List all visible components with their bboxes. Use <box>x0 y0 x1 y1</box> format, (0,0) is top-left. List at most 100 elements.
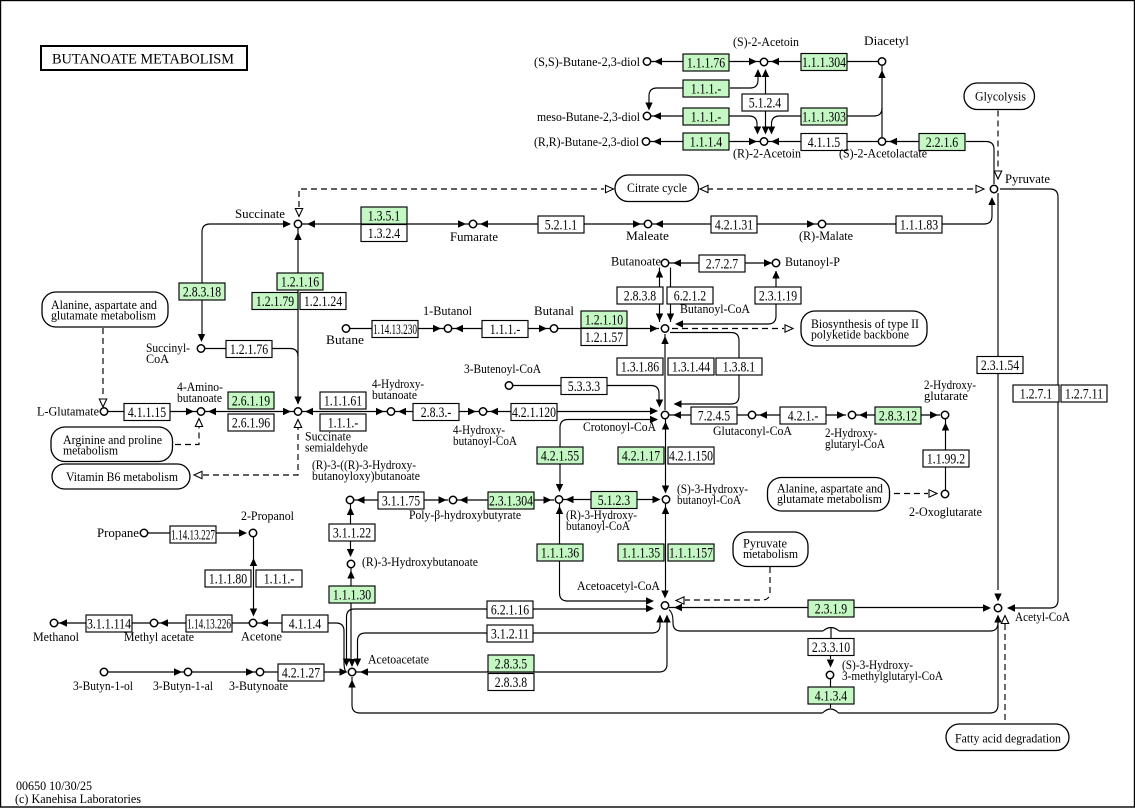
svg-text:4.1.1.5: 4.1.1.5 <box>808 135 840 151</box>
svg-text:metabolism: metabolism <box>63 444 118 458</box>
svg-text:2.2.1.6: 2.2.1.6 <box>926 135 958 151</box>
svg-text:1.1.1.303: 1.1.1.303 <box>802 110 846 126</box>
svg-text:Maleate: Maleate <box>626 229 669 243</box>
svg-text:5.2.1.1: 5.2.1.1 <box>545 218 577 234</box>
svg-text:1.14.13.226: 1.14.13.226 <box>187 617 231 633</box>
svg-text:Biosynthesis of type II: Biosynthesis of type II <box>811 317 919 331</box>
svg-text:Fatty acid degradation: Fatty acid degradation <box>955 732 1062 746</box>
svg-text:4.1.1.15: 4.1.1.15 <box>128 405 166 421</box>
svg-text:1.3.1.44: 1.3.1.44 <box>672 360 710 376</box>
svg-text:2.8.3.18: 2.8.3.18 <box>183 285 221 301</box>
svg-text:Acetoacetate: Acetoacetate <box>368 653 429 667</box>
svg-text:1.3.5.1: 1.3.5.1 <box>368 209 400 225</box>
svg-text:1.14.13.227: 1.14.13.227 <box>171 528 215 544</box>
svg-text:Poly-β-hydroxybutyrate: Poly-β-hydroxybutyrate <box>409 508 521 522</box>
svg-text:4.2.1.-: 4.2.1.- <box>788 409 819 425</box>
svg-text:3-methylglutaryl-CoA: 3-methylglutaryl-CoA <box>842 669 943 683</box>
svg-text:1.1.1.80: 1.1.1.80 <box>209 572 247 588</box>
svg-text:1.1.1.30: 1.1.1.30 <box>333 588 371 604</box>
svg-text:4.2.1.150: 4.2.1.150 <box>669 449 713 465</box>
svg-text:Butane: Butane <box>326 333 364 347</box>
svg-text:4.1.3.4: 4.1.3.4 <box>815 689 847 705</box>
svg-text:Propane: Propane <box>97 526 139 540</box>
svg-text:butanoyl-CoA: butanoyl-CoA <box>453 434 517 448</box>
svg-text:Acetyl-CoA: Acetyl-CoA <box>1015 610 1070 624</box>
svg-text:4.2.1.17: 4.2.1.17 <box>622 449 660 465</box>
svg-text:Acetoacetyl-CoA: Acetoacetyl-CoA <box>577 579 660 593</box>
svg-text:(S)-2-Acetolactate: (S)-2-Acetolactate <box>839 147 927 161</box>
svg-text:2.3.1.304: 2.3.1.304 <box>489 494 533 510</box>
svg-text:2.8.3.5: 2.8.3.5 <box>495 657 527 673</box>
svg-text:butanoyloxy)butanoate: butanoyloxy)butanoate <box>312 469 420 483</box>
svg-text:Glycolysis: Glycolysis <box>975 90 1026 104</box>
svg-text:meso-Butane-2,3-diol: meso-Butane-2,3-diol <box>537 110 640 124</box>
svg-text:1.3.2.4: 1.3.2.4 <box>368 226 400 242</box>
svg-text:1.2.1.57: 1.2.1.57 <box>585 330 623 346</box>
svg-text:2-Oxoglutarate: 2-Oxoglutarate <box>909 505 982 519</box>
svg-text:3.1.1.75: 3.1.1.75 <box>382 494 420 510</box>
svg-text:1.1.1.36: 1.1.1.36 <box>541 546 579 562</box>
svg-text:1.1.1.35: 1.1.1.35 <box>622 546 660 562</box>
svg-text:3-Butyn-1-al: 3-Butyn-1-al <box>153 679 213 693</box>
svg-text:1.2.7.11: 1.2.7.11 <box>1065 387 1103 403</box>
svg-text:1.1.1.4: 1.1.1.4 <box>690 135 722 151</box>
svg-text:Citrate cycle: Citrate cycle <box>627 181 687 195</box>
svg-text:butanoate: butanoate <box>372 388 417 402</box>
svg-text:Succinyl-: Succinyl- <box>146 341 190 355</box>
svg-text:2.3.1.9: 2.3.1.9 <box>815 602 847 618</box>
svg-text:(R)-Malate: (R)-Malate <box>799 229 853 243</box>
svg-text:1.1.1.76: 1.1.1.76 <box>687 56 725 72</box>
svg-text:2.6.1.96: 2.6.1.96 <box>232 416 270 432</box>
svg-text:5.3.3.3: 5.3.3.3 <box>568 379 600 395</box>
svg-text:2.8.3.12: 2.8.3.12 <box>879 409 917 425</box>
svg-text:Crotonoyl-CoA: Crotonoyl-CoA <box>583 420 656 434</box>
svg-text:2.6.1.19: 2.6.1.19 <box>232 394 270 410</box>
svg-text:glutamate metabolism: glutamate metabolism <box>777 492 882 506</box>
svg-text:1.14.13.230: 1.14.13.230 <box>373 322 417 338</box>
svg-text:(R)-3-Hydroxybutanoate: (R)-3-Hydroxybutanoate <box>362 555 478 569</box>
svg-text:Succinate: Succinate <box>305 430 351 444</box>
svg-text:4.1.1.4: 4.1.1.4 <box>289 617 321 633</box>
svg-text:1.1.99.2: 1.1.99.2 <box>927 452 965 468</box>
svg-text:1.1.1.-: 1.1.1.- <box>264 572 295 588</box>
svg-text:1.2.1.79: 1.2.1.79 <box>256 294 294 310</box>
svg-text:1.1.1.-: 1.1.1.- <box>691 82 722 98</box>
svg-text:glutamate metabolism: glutamate metabolism <box>51 309 156 323</box>
svg-text:1.1.1.61: 1.1.1.61 <box>324 394 362 410</box>
svg-text:5.1.2.3: 5.1.2.3 <box>598 493 630 509</box>
svg-text:5.1.2.4: 5.1.2.4 <box>749 96 781 112</box>
svg-text:1.1.1.83: 1.1.1.83 <box>900 218 938 234</box>
svg-text:1.2.1.10: 1.2.1.10 <box>585 313 623 329</box>
svg-text:semialdehyde: semialdehyde <box>305 441 368 455</box>
svg-text:4.2.1.120: 4.2.1.120 <box>512 405 556 421</box>
svg-text:Butanal: Butanal <box>534 304 575 318</box>
svg-text:1.1.1.157: 1.1.1.157 <box>669 546 713 562</box>
svg-text:(R)-3-Hydroxy-: (R)-3-Hydroxy- <box>566 508 637 522</box>
svg-text:Butanoyl-CoA: Butanoyl-CoA <box>680 302 750 316</box>
svg-text:butanoyl-CoA: butanoyl-CoA <box>566 519 630 533</box>
svg-text:2.8.3.8: 2.8.3.8 <box>495 675 527 691</box>
svg-text:00650 10/30/25: 00650 10/30/25 <box>16 779 92 793</box>
svg-text:1.1.1.-: 1.1.1.- <box>328 416 359 432</box>
svg-text:(c) Kanehisa Laboratories: (c) Kanehisa Laboratories <box>15 792 141 806</box>
svg-text:1.2.7.1: 1.2.7.1 <box>1020 387 1052 403</box>
svg-text:4-Hydroxy-: 4-Hydroxy- <box>453 423 505 437</box>
svg-text:Butanoate: Butanoate <box>611 255 661 269</box>
svg-text:6.2.1.16: 6.2.1.16 <box>491 603 529 619</box>
svg-text:BUTANOATE METABOLISM: BUTANOATE METABOLISM <box>52 52 234 68</box>
svg-text:4.2.1.55: 4.2.1.55 <box>541 449 579 465</box>
svg-text:glutarate: glutarate <box>924 389 968 403</box>
svg-text:Methanol: Methanol <box>33 630 79 644</box>
svg-text:Vitamin B6 metabolism: Vitamin B6 metabolism <box>66 470 178 484</box>
svg-text:2.8.3.8: 2.8.3.8 <box>624 289 656 305</box>
svg-text:2-Propanol: 2-Propanol <box>241 509 294 523</box>
svg-text:2.3.1.54: 2.3.1.54 <box>981 358 1019 374</box>
svg-text:2-Hydroxy-: 2-Hydroxy- <box>924 378 976 392</box>
svg-text:1.3.8.1: 1.3.8.1 <box>723 360 755 376</box>
svg-text:1.1.1.-: 1.1.1.- <box>691 110 722 126</box>
svg-text:(R)-3-((R)-3-Hydroxy-: (R)-3-((R)-3-Hydroxy- <box>312 458 416 472</box>
svg-text:Glutaconyl-CoA: Glutaconyl-CoA <box>713 424 792 438</box>
svg-text:4.2.1.31: 4.2.1.31 <box>715 218 753 234</box>
svg-text:metabolism: metabolism <box>743 547 798 561</box>
svg-text:polyketide backbone: polyketide backbone <box>811 328 909 342</box>
